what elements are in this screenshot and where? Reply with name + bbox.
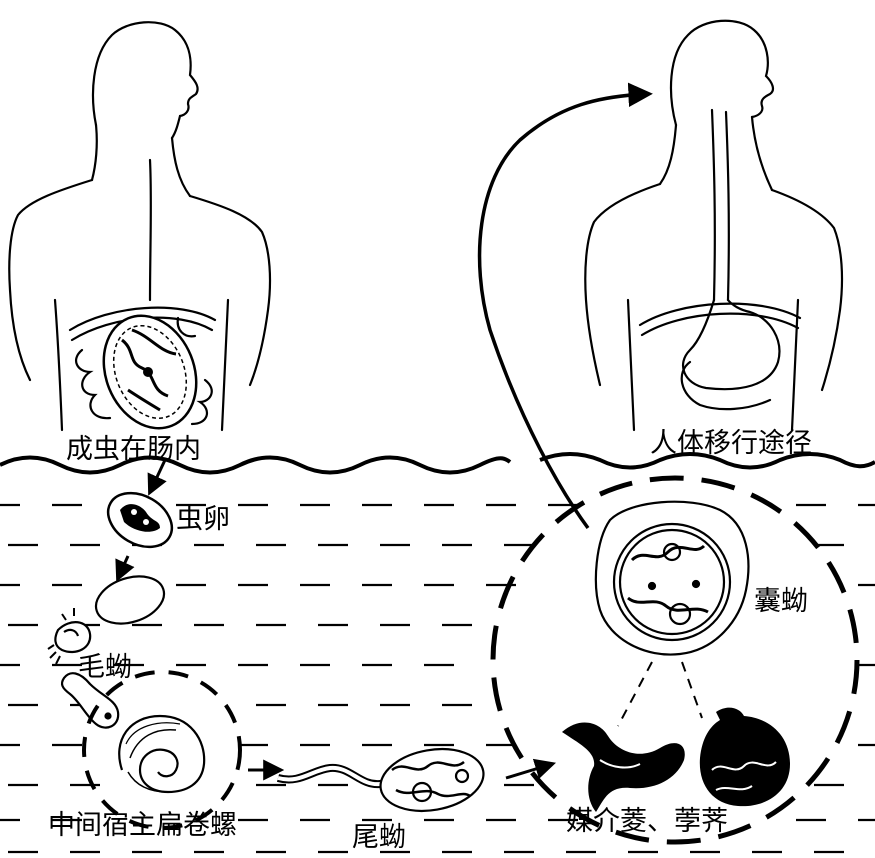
cercaria <box>276 748 485 812</box>
labels: 成虫在肠内 虫卵 毛蚴 中间宿主扁卷螺 尾蚴 囊蚴 媒介菱、荸荠 人体移行途径 <box>48 428 812 853</box>
arrow-adult-to-egg <box>147 459 167 496</box>
metacercaria-cyst <box>594 500 750 656</box>
water-surface <box>0 452 875 475</box>
right-human-figure <box>584 19 844 432</box>
label-human-migration-route: 人体移行途径 <box>650 428 812 459</box>
label-miracidium: 毛蚴 <box>78 652 132 683</box>
label-vector-plants: 媒介菱、荸荠 <box>566 806 728 837</box>
snail-host-circle <box>82 670 242 830</box>
arrow-metacercaria-to-human <box>477 82 653 530</box>
arrow-egg-to-miracidium <box>115 555 135 582</box>
label-egg: 虫卵 <box>176 504 230 535</box>
label-snail-host: 中间宿主扁卷螺 <box>48 810 237 841</box>
snail-shell <box>118 714 206 794</box>
egg <box>106 491 174 549</box>
cycle-arrows <box>115 82 653 781</box>
left-human-figure <box>8 21 272 432</box>
metacercaria-circle <box>490 475 860 845</box>
label-cercaria: 尾蚴 <box>352 822 406 853</box>
water-caltrop <box>562 722 685 812</box>
miracidium-stage <box>47 575 166 729</box>
arrow-cercaria-to-plants <box>505 758 557 780</box>
cyst-pointer-lines <box>617 661 703 727</box>
adult-fluke <box>102 314 198 430</box>
water-chestnut <box>699 707 790 807</box>
label-metacercaria: 囊蚴 <box>754 586 808 617</box>
label-adult-in-intestine: 成虫在肠内 <box>66 434 201 465</box>
